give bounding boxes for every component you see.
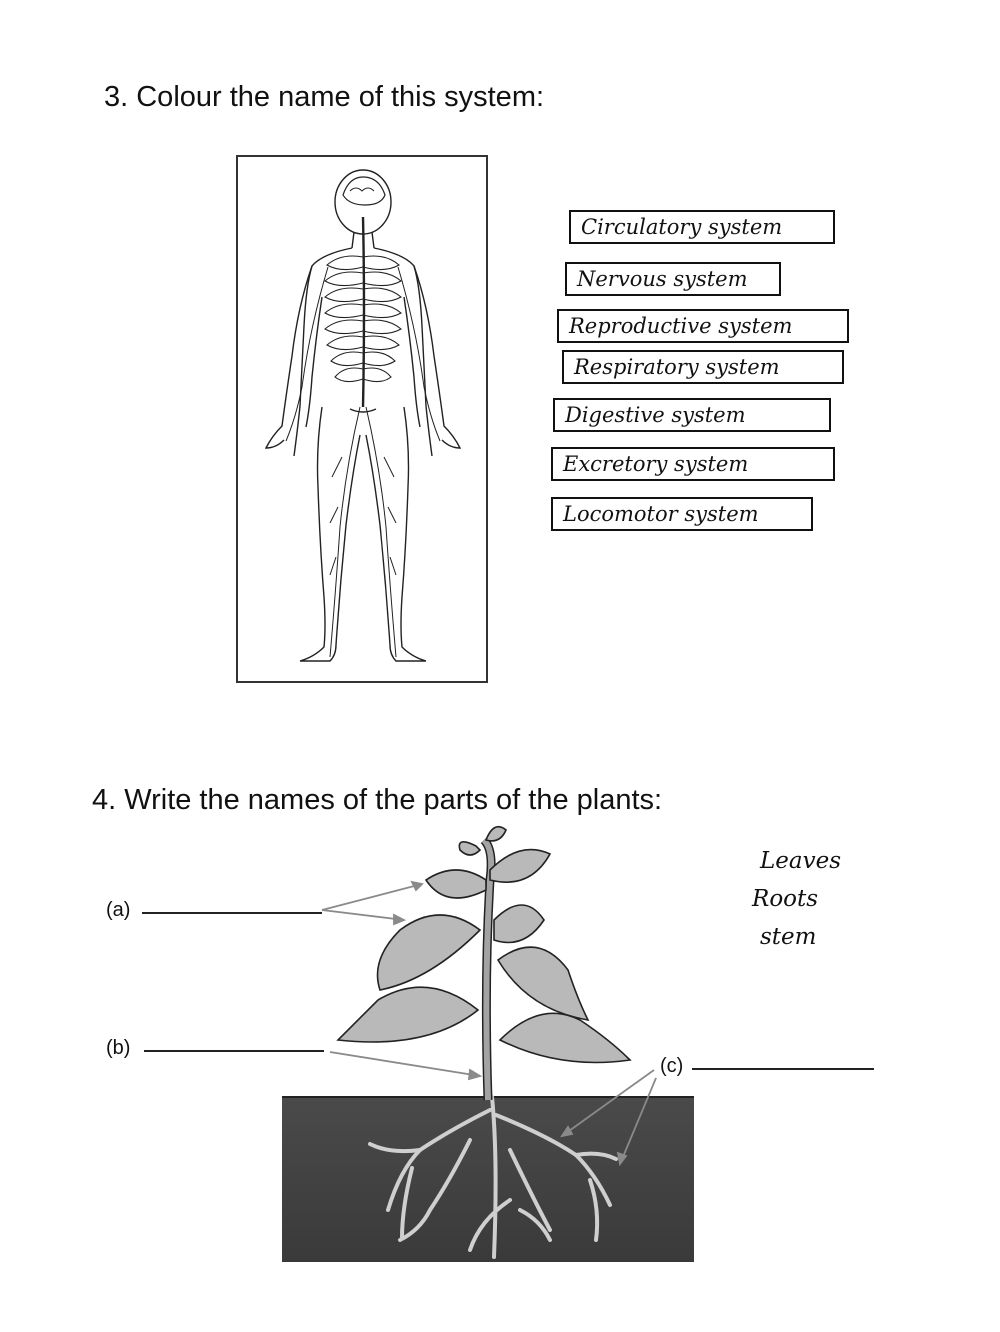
option-reproductive-system[interactable]: Reproductive system bbox=[557, 309, 849, 343]
option-digestive-system[interactable]: Digestive system bbox=[553, 398, 831, 432]
word-bank-stem: stem bbox=[760, 924, 817, 950]
label-b: (b) bbox=[106, 1037, 131, 1059]
answer-input-b[interactable] bbox=[148, 1024, 328, 1050]
question-3-prompt: 3. Colour the name of this system: bbox=[104, 81, 545, 113]
answer-input-c[interactable] bbox=[696, 1042, 878, 1068]
option-excretory-system[interactable]: Excretory system bbox=[551, 447, 835, 481]
option-respiratory-system[interactable]: Respiratory system bbox=[562, 350, 844, 384]
answer-line-b[interactable] bbox=[144, 1050, 324, 1052]
word-bank: Leaves Roots stem bbox=[752, 842, 842, 956]
nervous-system-diagram-icon bbox=[236, 155, 488, 683]
answer-line-a[interactable] bbox=[142, 912, 322, 914]
answer-line-c[interactable] bbox=[692, 1068, 874, 1070]
soil-area bbox=[282, 1097, 694, 1262]
word-bank-leaves: Leaves bbox=[760, 848, 842, 874]
word-bank-roots: Roots bbox=[752, 886, 819, 912]
label-c: (c) bbox=[660, 1055, 684, 1077]
label-a: (a) bbox=[106, 899, 131, 921]
question-4-prompt: 4. Write the names of the parts of the p… bbox=[92, 784, 663, 816]
option-circulatory-system[interactable]: Circulatory system bbox=[569, 210, 835, 244]
option-locomotor-system[interactable]: Locomotor system bbox=[551, 497, 813, 531]
answer-input-a[interactable] bbox=[146, 886, 326, 912]
option-nervous-system[interactable]: Nervous system bbox=[565, 262, 781, 296]
